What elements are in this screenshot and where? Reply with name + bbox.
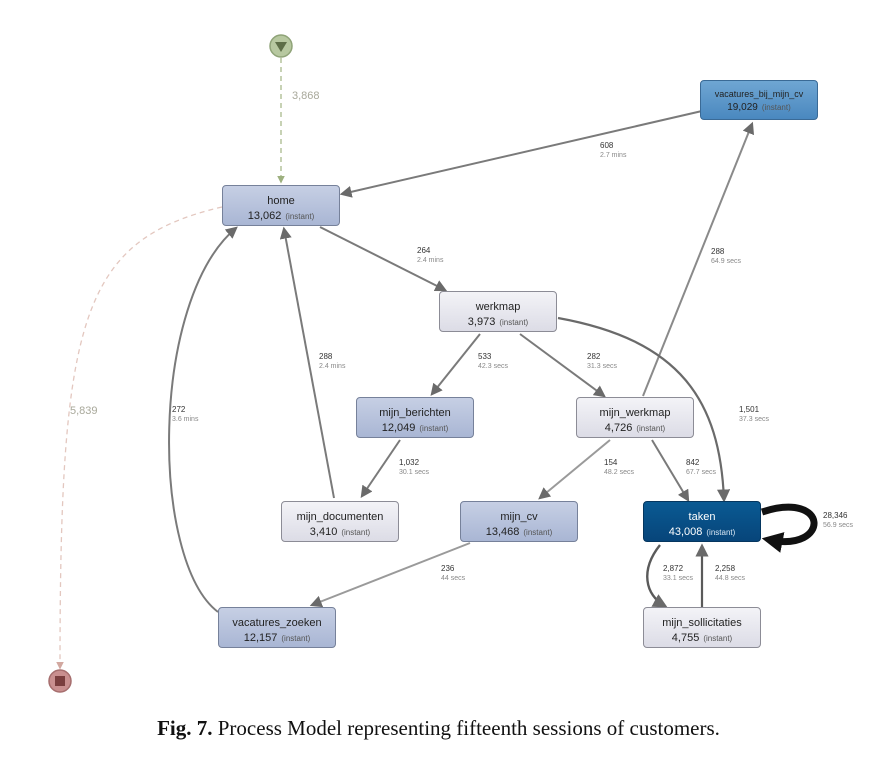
node-sub: (instant) bbox=[706, 528, 736, 537]
node-sub: (instant) bbox=[703, 634, 733, 643]
edge-mw-taken bbox=[651, 439, 690, 503]
edge-mb-mijndoc bbox=[360, 439, 401, 498]
edge-mw-vbmc bbox=[642, 121, 754, 397]
edge-label-home-end: 5,839 bbox=[70, 405, 98, 417]
node-count: 12,049 bbox=[381, 422, 416, 434]
process-model-diagram: home 13,062(instant) vacatures_bij_mijn_… bbox=[48, 34, 853, 693]
node-sub: (instant) bbox=[419, 424, 449, 433]
edge-werkmap-mb bbox=[430, 333, 481, 396]
node-name: mijn_cv bbox=[500, 511, 538, 523]
node-name: mijn_berichten bbox=[379, 407, 451, 419]
figure-caption: Fig. 7. Process Model representing fifte… bbox=[0, 716, 877, 741]
node-mijn-berichten: mijn_berichten 12,049(instant) bbox=[356, 397, 474, 438]
node-sub: (instant) bbox=[499, 318, 529, 327]
node-name: mijn_documenten bbox=[296, 511, 384, 523]
edge-werkmap-taken bbox=[557, 316, 731, 503]
node-name: vacatures_zoeken bbox=[232, 617, 322, 629]
edge-mijndoc-home bbox=[279, 226, 335, 499]
edge-home-werkmap bbox=[319, 226, 448, 292]
edge-vbmc-home bbox=[339, 110, 703, 198]
node-count: 13,468 bbox=[485, 526, 520, 538]
node-mijn-werkmap: mijn_werkmap 4,726(instant) bbox=[576, 397, 694, 438]
node-name: home bbox=[267, 195, 295, 207]
edge-mijncv-vz bbox=[309, 542, 471, 608]
node-sub: (instant) bbox=[761, 103, 791, 112]
node-count: 12,157 bbox=[243, 632, 278, 644]
node-vacatures-bij-mijn-cv: vacatures_bij_mijn_cv 19,029(instant) bbox=[700, 80, 818, 120]
edge-home-end bbox=[56, 206, 223, 670]
node-mijn-cv: mijn_cv 13,468(instant) bbox=[460, 501, 578, 542]
node-vacatures-zoeken: vacatures_zoeken 12,157(instant) bbox=[218, 607, 336, 648]
end-node-square bbox=[55, 676, 65, 686]
edge-mw-mijncv bbox=[538, 439, 611, 500]
node-sub: (instant) bbox=[636, 424, 666, 433]
edge-label-start-home: 3,868 bbox=[292, 90, 320, 102]
edges-layer bbox=[48, 34, 818, 693]
edge-vz-home bbox=[168, 226, 238, 613]
edge-werkmap-mw bbox=[519, 333, 606, 398]
node-name: werkmap bbox=[475, 301, 521, 313]
node-name: taken bbox=[688, 511, 716, 523]
caption-label: Fig. 7. bbox=[157, 716, 213, 740]
node-werkmap: werkmap 3,973(instant) bbox=[439, 291, 557, 332]
node-sub: (instant) bbox=[523, 528, 553, 537]
node-count: 13,062 bbox=[247, 210, 282, 222]
node-count: 3,410 bbox=[309, 526, 338, 538]
node-mijn-documenten: mijn_documenten 3,410(instant) bbox=[281, 501, 399, 542]
node-taken: taken 43,008(instant) bbox=[643, 501, 761, 542]
node-sub: (instant) bbox=[281, 634, 311, 643]
node-name: vacatures_bij_mijn_cv bbox=[714, 89, 804, 99]
caption-text: Process Model representing fifteenth ses… bbox=[212, 716, 720, 740]
node-count: 43,008 bbox=[668, 526, 703, 538]
node-name: mijn_sollicitaties bbox=[662, 617, 742, 629]
node-home: home 13,062(instant) bbox=[222, 185, 340, 226]
start-node-triangle bbox=[275, 42, 287, 52]
node-count: 4,726 bbox=[604, 422, 633, 434]
node-name: mijn_werkmap bbox=[599, 407, 671, 419]
edge-taken-self bbox=[760, 503, 818, 553]
node-sub: (instant) bbox=[341, 528, 371, 537]
edge-taken-ms bbox=[646, 544, 668, 608]
node-count: 4,755 bbox=[671, 632, 700, 644]
node-mijn-sollicitaties: mijn_sollicitaties 4,755(instant) bbox=[643, 607, 761, 648]
node-count: 19,029 bbox=[727, 102, 758, 113]
node-sub: (instant) bbox=[285, 212, 315, 221]
node-count: 3,973 bbox=[467, 316, 496, 328]
